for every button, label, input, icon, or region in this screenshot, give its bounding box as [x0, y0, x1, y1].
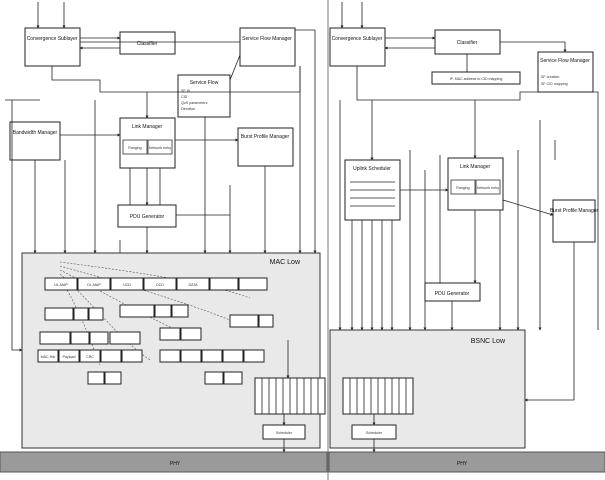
left-bpm-label: Burst Profile Manager: [241, 134, 290, 140]
pdu-row-1: UL-MAP DL-MAP UCD DCD DATA: [44, 277, 268, 291]
right-uplink-scheduler-label: Uplink Scheduler: [353, 166, 391, 172]
right-queue-buffers: [342, 377, 414, 415]
left-convergence-sublayer: Convergence Sublayer: [24, 27, 81, 67]
mac-low-label: MAC Low: [270, 259, 301, 266]
pdu-cell-label: UL-MAP: [54, 283, 68, 287]
right-pdu-generator: PDU Generator: [424, 282, 481, 302]
pdu-cell-label: DCD: [156, 283, 164, 287]
left-convergence-sublayer-label: Convergence Sublayer: [27, 36, 78, 42]
left-classifier: Classifier: [119, 31, 176, 55]
left-pdu-generator: PDU Generator: [117, 204, 177, 228]
left-scheduler-label: Scheduler: [276, 431, 293, 435]
left-service-flow-manager: Service Flow Manager: [239, 27, 296, 67]
right-convergence-sublayer-label: Convergence Sublayer: [332, 36, 383, 42]
right-scheduler-label: Scheduler: [366, 431, 383, 435]
right-sfm-label: Service Flow Manager: [540, 58, 590, 64]
left-sfm-label: Service Flow Manager: [242, 36, 292, 42]
right-scheduler: Scheduler: [351, 424, 397, 440]
pdu-cell-label: DATA: [188, 283, 198, 287]
right-link-manager: Link Manager Ranging Network entry: [447, 157, 504, 211]
pdu-cell-label: MAC Hdr: [41, 355, 57, 359]
left-pdu-generator-label: PDU Generator: [130, 214, 165, 220]
pdu-cell-label: DL-MAP: [87, 283, 101, 287]
right-bpm-label: Burst Profile Manager: [550, 208, 599, 214]
right-link-manager-label: Link Manager: [460, 164, 491, 170]
left-classifier-label: Classifier: [137, 41, 158, 47]
right-classifier: Classifier: [434, 29, 501, 55]
right-burst-profile-manager: Burst Profile Manager: [550, 199, 599, 243]
right-convergence-sublayer: Convergence Sublayer: [329, 27, 386, 67]
left-phy-label: PHY: [170, 461, 181, 467]
service-flow-title: Service Flow: [190, 80, 219, 86]
service-flow-line: CID: [181, 95, 188, 99]
left-phy-bar: PHY: [0, 451, 328, 473]
right-service-flow-manager: Service Flow Manager SF creation SF CID …: [537, 51, 594, 93]
right-classifier-note: IP, MAC address to CID mapping: [431, 71, 521, 85]
classifier-note-label: IP, MAC address to CID mapping: [450, 77, 503, 81]
left-link-manager-label: Link Manager: [132, 124, 163, 130]
pdu-row-4: MAC Hdr Payload CRC: [37, 349, 265, 363]
pdu-cell-label: UCD: [123, 283, 131, 287]
left-queue-buffers: [254, 377, 326, 415]
bsnc-low-label: BSNC Low: [471, 338, 506, 345]
right-phy-bar: PHY: [328, 451, 605, 473]
sfm-note-line: SF CID mapping: [541, 82, 568, 86]
pdu-row-5: [87, 371, 243, 385]
pdu-row-2: [44, 304, 189, 321]
service-flow-line: Direction: [181, 107, 195, 111]
right-phy-label: PHY: [457, 461, 468, 467]
service-flow-line: SF ID: [181, 89, 191, 93]
link-sub-label: Network entry: [149, 146, 171, 150]
left-scheduler: Scheduler: [262, 424, 306, 440]
link-sub-label: Ranging: [128, 146, 141, 150]
sfm-note-line: SF creation: [541, 75, 559, 79]
right-classifier-label: Classifier: [457, 40, 478, 46]
left-service-flow-box: Service Flow SF ID CID QoS parameters Di…: [177, 74, 231, 118]
left-burst-profile-manager: Burst Profile Manager: [237, 127, 294, 167]
pdu-cell-label: CRC: [86, 355, 94, 359]
left-link-manager: Link Manager Ranging Network entry: [119, 117, 176, 169]
service-flow-line: QoS parameters: [181, 101, 208, 105]
right-pdu-generator-label: PDU Generator: [435, 291, 470, 297]
pdu-row-3: [39, 314, 274, 345]
left-bandwidth-manager-label: Bandwidth Manager: [13, 130, 58, 136]
link-sub-label: Network entry: [477, 186, 499, 190]
link-sub-label: Ranging: [456, 186, 469, 190]
pdu-cell-label: Payload: [63, 355, 76, 359]
left-bandwidth-manager: Bandwidth Manager: [9, 121, 61, 161]
right-uplink-scheduler: Uplink Scheduler: [344, 159, 401, 221]
